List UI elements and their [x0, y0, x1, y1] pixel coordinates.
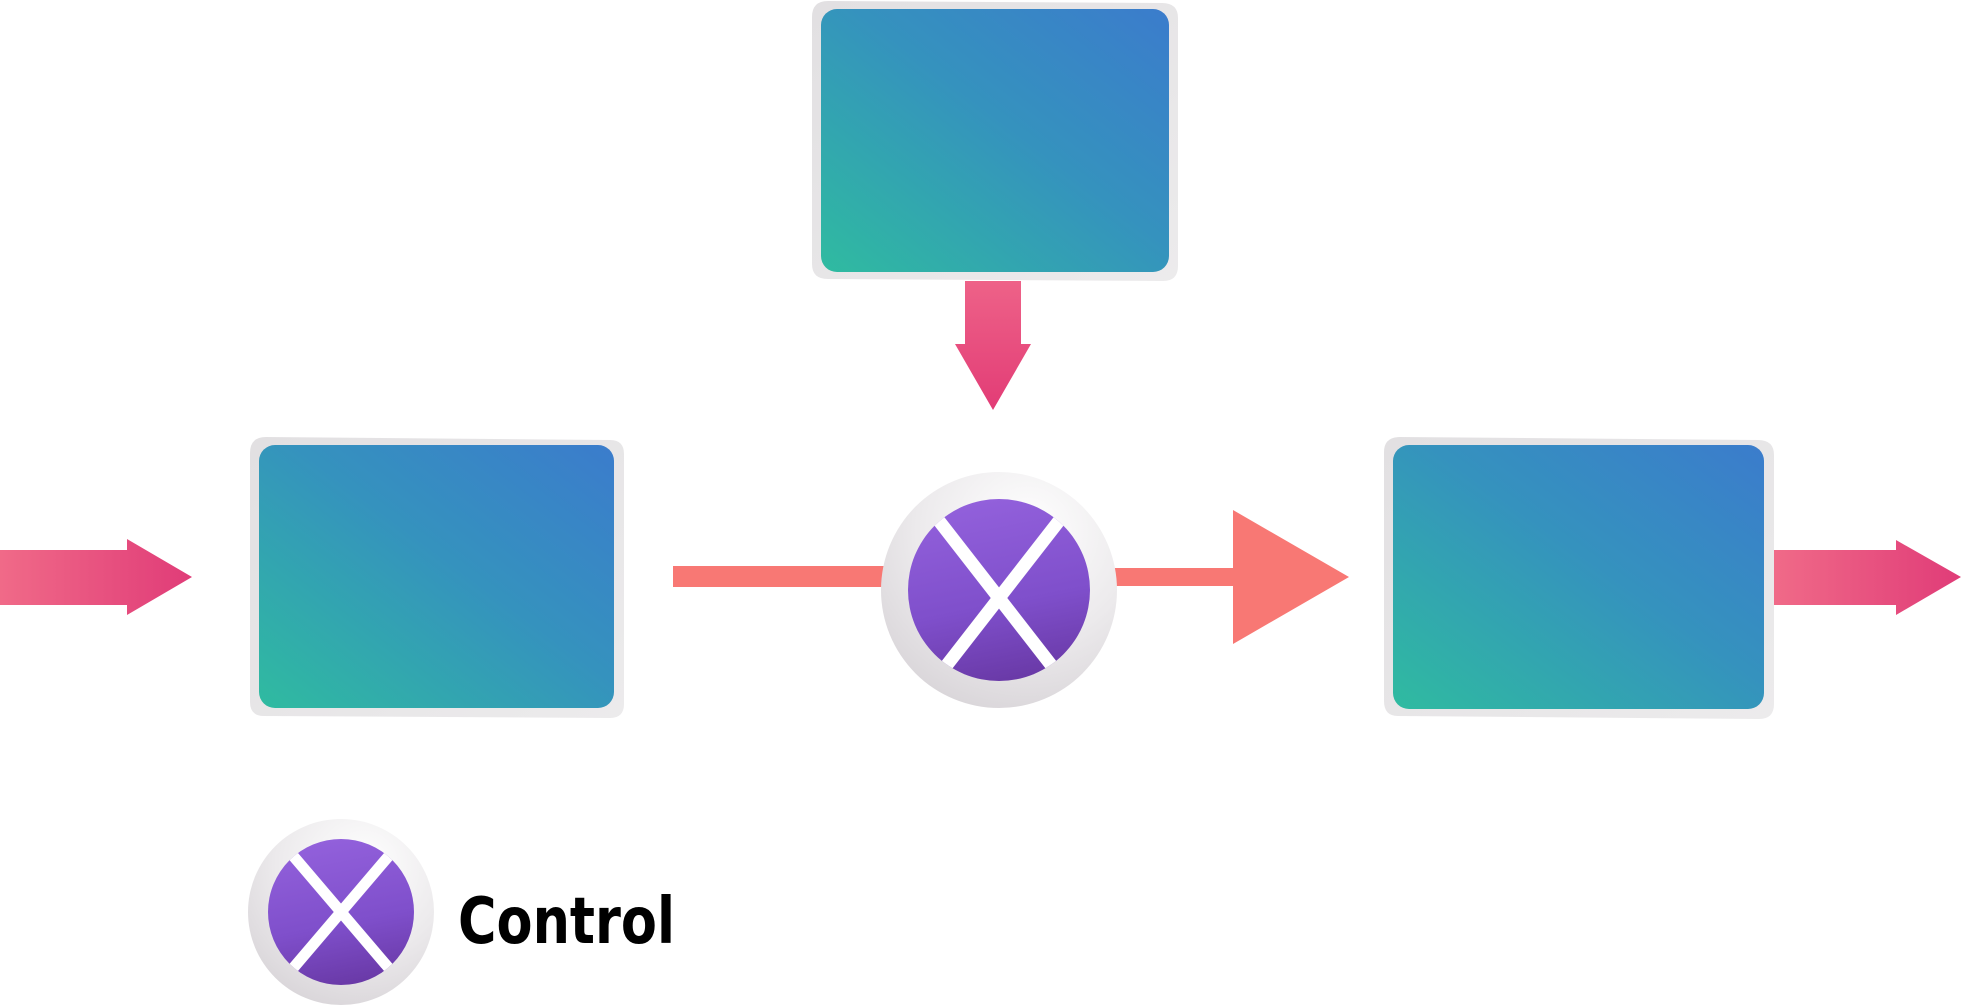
control-output-arrow [1110, 510, 1349, 644]
output-arrow [1774, 540, 1961, 615]
top-block [812, 1, 1178, 281]
down-arrow [955, 281, 1031, 410]
control-icon [881, 472, 1117, 708]
input-arrow [0, 539, 192, 615]
connector-line-left [673, 566, 893, 587]
right-block [1384, 437, 1774, 719]
legend-control-icon [248, 819, 434, 1005]
left-block [250, 437, 624, 718]
legend-control-label: Control [458, 885, 675, 959]
